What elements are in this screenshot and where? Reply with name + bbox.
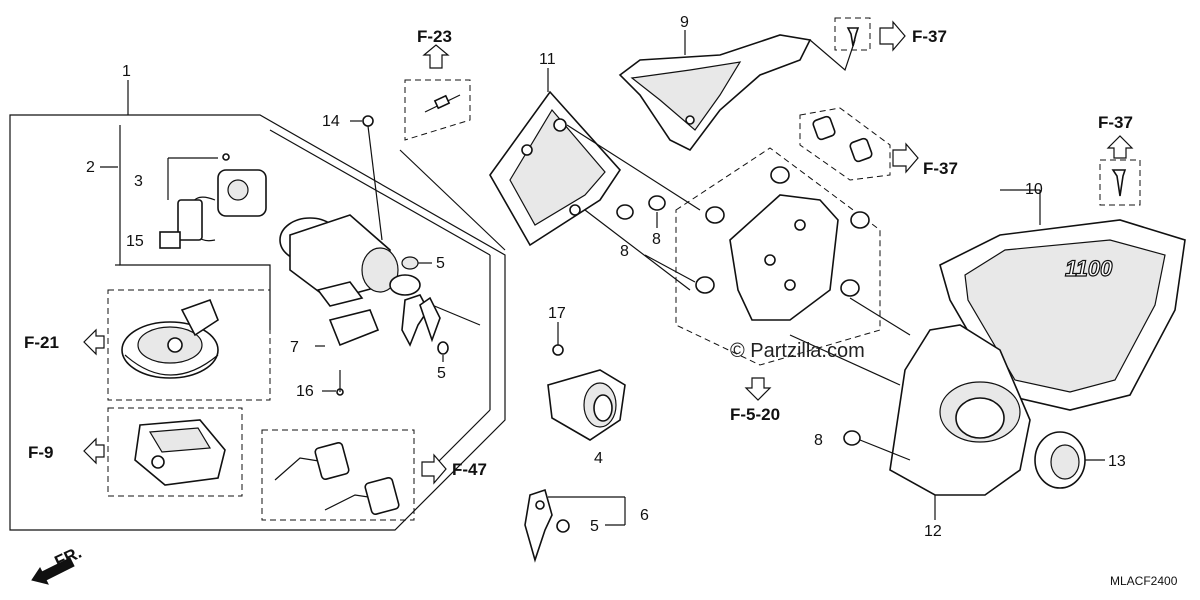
ring-13: [1034, 431, 1105, 489]
callout-8a: 8: [652, 231, 661, 248]
side-cover-11: [489, 90, 701, 291]
screw-14: [350, 115, 383, 241]
callout-5a: 5: [436, 255, 445, 272]
callout-3: 3: [134, 173, 143, 190]
ref-arrow-f37b: F-37: [892, 142, 958, 178]
key-set: [401, 294, 441, 347]
fuel-cap-group: [107, 289, 271, 401]
callout-5c: 5: [590, 518, 599, 535]
callout-17: 17: [548, 305, 566, 322]
bracket-group: [644, 147, 881, 366]
callout-11: 11: [539, 51, 556, 68]
assembly-outline: [9, 80, 506, 531]
ref-arrow-f21: F-21: [24, 328, 105, 356]
callout-9: 9: [680, 14, 689, 31]
watermark: © Partzilla.com: [730, 340, 865, 362]
callout-16: 16: [296, 383, 314, 400]
grommet-8a: [616, 195, 666, 228]
ref-arrow-f47: F-47: [421, 453, 487, 485]
cover-case-4: [547, 322, 626, 441]
callout-7: 7: [290, 339, 299, 356]
ref-arrow-f37a: F-37: [879, 20, 947, 52]
callout-12: 12: [924, 523, 942, 540]
ref-label-f37c: F-37: [1098, 113, 1133, 132]
callout-13: 13: [1108, 453, 1126, 470]
ref-label-f37b: F-37: [923, 159, 958, 178]
callout-15: 15: [126, 233, 144, 250]
cover-logo: 1100: [1065, 256, 1113, 281]
grommet-pair: [799, 107, 891, 181]
ref-arrow-f520: F-5-20: [730, 377, 780, 424]
ref-label-f47: F-47: [452, 460, 487, 479]
switch-harness: [159, 153, 267, 249]
seat-lock-group: [107, 407, 243, 497]
cover-9: [618, 17, 871, 152]
callout-6: 6: [640, 507, 649, 524]
ref-arrow-f37c: F-37: [1098, 113, 1134, 159]
callout-1: 1: [122, 63, 131, 80]
ignition-switch: [279, 214, 481, 396]
diagram-code: MLACF2400: [1110, 574, 1178, 588]
ref-arrow-f9: F-9: [28, 437, 105, 465]
callout-14: 14: [322, 113, 340, 130]
wire-clip-group: [399, 79, 506, 251]
leader-lines: [100, 68, 1010, 392]
ref-label-f520: F-5-20: [730, 405, 780, 424]
key-6: [524, 488, 626, 563]
grommet-8c: [843, 430, 911, 461]
cover-12: [789, 297, 1031, 520]
callout-8c: 8: [814, 432, 823, 449]
ref-label-f9: F-9: [28, 443, 54, 462]
callout-5b: 5: [437, 365, 446, 382]
ref-label-f21: F-21: [24, 333, 59, 352]
ref-arrow-f23: F-23: [417, 27, 452, 69]
washer-5b: [437, 341, 449, 362]
ref-label-f37a: F-37: [912, 27, 947, 46]
key-cylinders-group: [261, 429, 415, 521]
front-direction-arrow: FR.: [31, 543, 85, 585]
nut-5a: [401, 256, 432, 270]
ref-label-f23: F-23: [417, 27, 452, 46]
callout-4: 4: [594, 450, 603, 467]
callout-2: 2: [86, 159, 95, 176]
callout-10: 10: [1025, 181, 1043, 198]
callout-8b: 8: [620, 243, 629, 260]
